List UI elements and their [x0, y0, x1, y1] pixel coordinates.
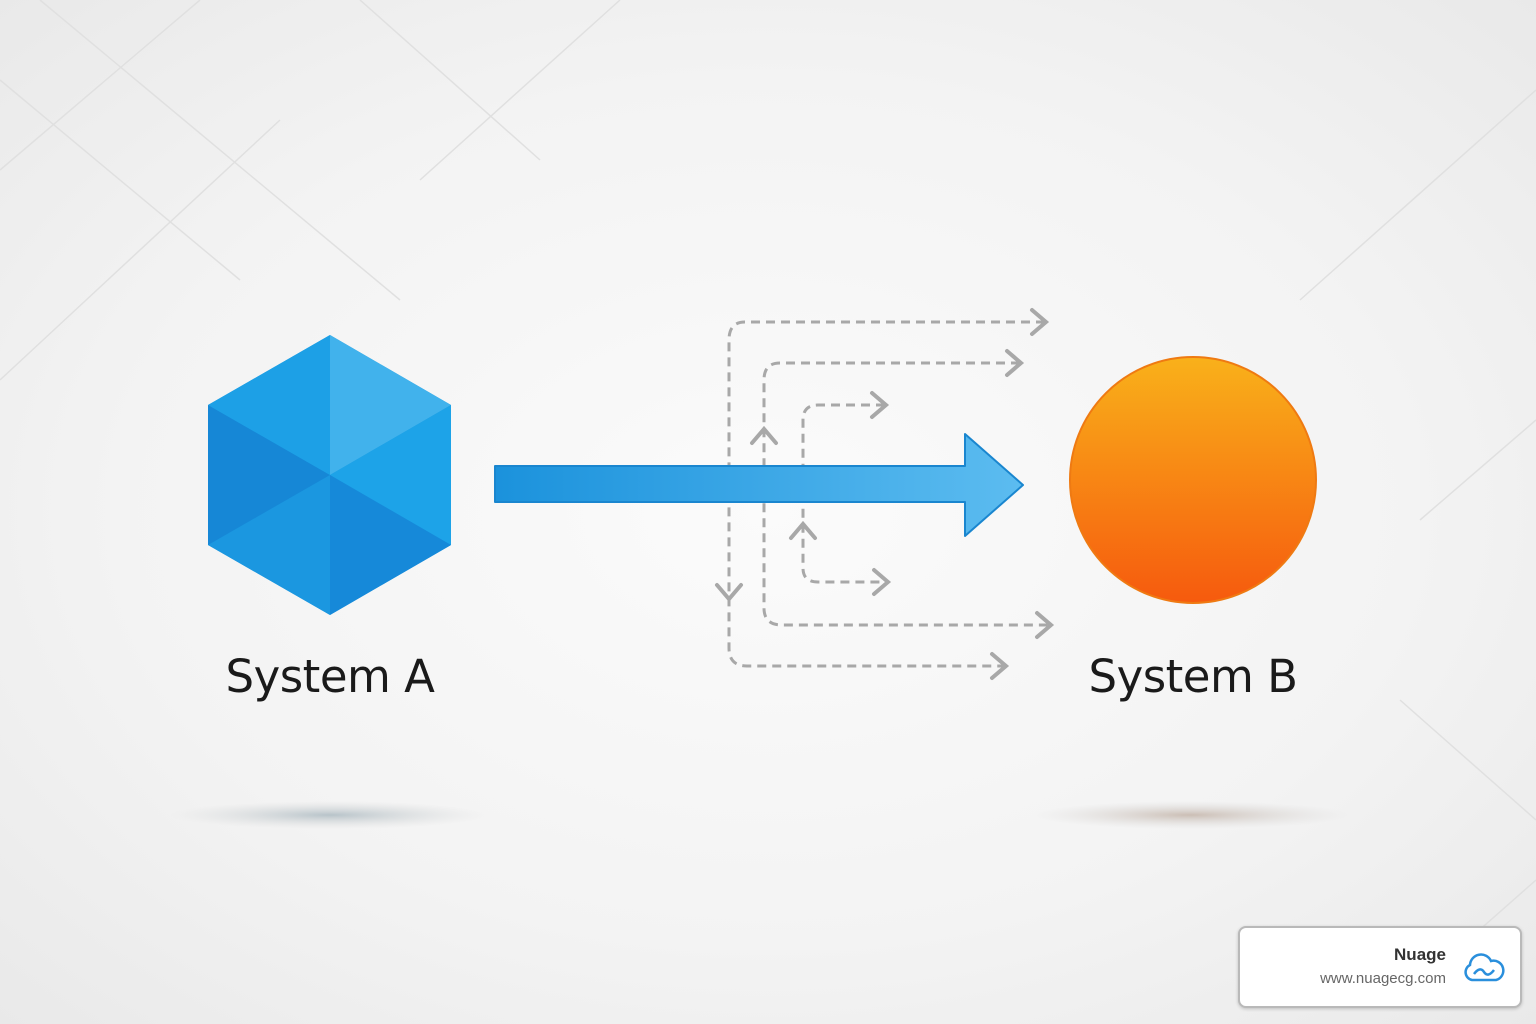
- arrowhead-up-icon: [789, 520, 817, 540]
- system-b-circle: [1069, 356, 1317, 604]
- watermark-name: Nuage: [1394, 945, 1446, 964]
- watermark-badge: Nuage www.nuagecg.com: [1238, 926, 1522, 1008]
- path-arrowheads: [715, 308, 1055, 680]
- system-b-label: System B: [1088, 650, 1298, 703]
- arrowhead-right-icon: [872, 568, 892, 596]
- arrowhead-up-icon: [750, 425, 778, 445]
- cloud-icon: [1464, 953, 1505, 982]
- arrowhead-right-icon: [990, 652, 1010, 680]
- hexagon-shadow: [170, 801, 490, 829]
- arrowhead-down-icon: [715, 583, 743, 603]
- arrowhead-right-icon: [870, 391, 890, 419]
- arrowhead-right-icon: [1035, 611, 1055, 639]
- watermark-url: www.nuagecg.com: [1320, 970, 1446, 987]
- system-a-hexagon: [208, 335, 451, 615]
- system-a-label: System A: [225, 650, 435, 703]
- arrowhead-right-icon: [1030, 308, 1050, 336]
- background-lines: [0, 0, 1536, 1001]
- circle-shadow: [1030, 801, 1350, 829]
- arrowhead-right-icon: [1005, 349, 1025, 377]
- main-arrow: [494, 433, 1024, 537]
